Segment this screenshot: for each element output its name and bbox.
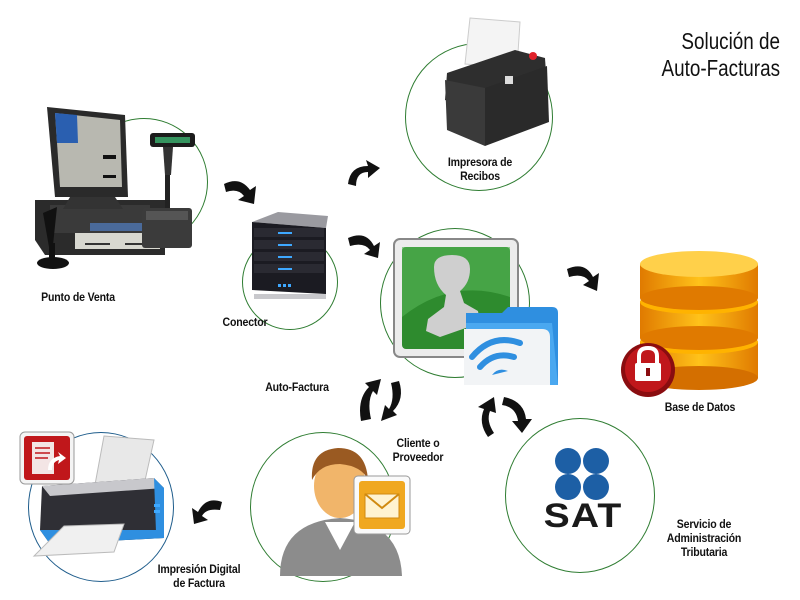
server-icon [252, 212, 328, 299]
title-line-2: Auto-Facturas [661, 55, 780, 81]
stamp-and-wireless-folder-icon [393, 238, 558, 385]
sat-label-line-2: Administración [666, 531, 742, 545]
digital-printer-label-line-2: de Factura [173, 576, 225, 590]
arrow-connector-to-central-icon [348, 235, 380, 258]
receipt-printer-label-line-1: Impresora de [447, 155, 513, 169]
arrows-sat-cycle-icon [478, 397, 532, 437]
arrows-auto-factura-cycle-icon [360, 379, 401, 421]
sat-logo-icon [555, 448, 609, 500]
digital-printer-label-line-1: Impresión Digital [157, 562, 241, 576]
client-label-line-2: Proveedor [392, 450, 444, 464]
diagram-title: Solución de Auto-Facturas [641, 28, 780, 82]
arrow-central-to-database-icon [567, 266, 599, 291]
central-ring [380, 228, 530, 378]
pos-label: Punto de Venta [41, 290, 115, 304]
sat-label-line-3: Tributaria [680, 545, 728, 559]
pos-terminal-icon [35, 107, 195, 269]
arrow-client-to-printer-icon [192, 500, 222, 524]
digital-printer-ring [28, 432, 174, 582]
sat-logo-text: SAT [543, 497, 623, 535]
sat-label-line-1: Servicio de [676, 517, 732, 531]
title-line-1: Solución de [681, 28, 780, 54]
sat-label: Servicio de Administración Tributaria [655, 517, 754, 559]
database-label: Base de Datos [664, 400, 736, 414]
document-printer-icon [19, 431, 164, 557]
sat-ring [505, 418, 655, 573]
receipt-printer-label: Impresora de Recibos [436, 155, 524, 183]
receipt-printer-icon [445, 17, 549, 146]
arrow-pos-to-connector-icon [224, 181, 256, 204]
connector-label: Conector [222, 315, 268, 329]
receipt-printer-label-line-2: Recibos [460, 169, 500, 183]
locked-database-icon [621, 251, 758, 397]
user-with-mail-icon [280, 448, 411, 576]
arrow-connector-to-printer-icon [348, 160, 380, 186]
client-label-line-1: Cliente o [396, 436, 440, 450]
client-label: Cliente o Proveedor [383, 436, 453, 464]
auto-factura-label: Auto-Factura [265, 380, 329, 394]
digital-printer-label: Impresión Digital de Factura [147, 562, 251, 590]
